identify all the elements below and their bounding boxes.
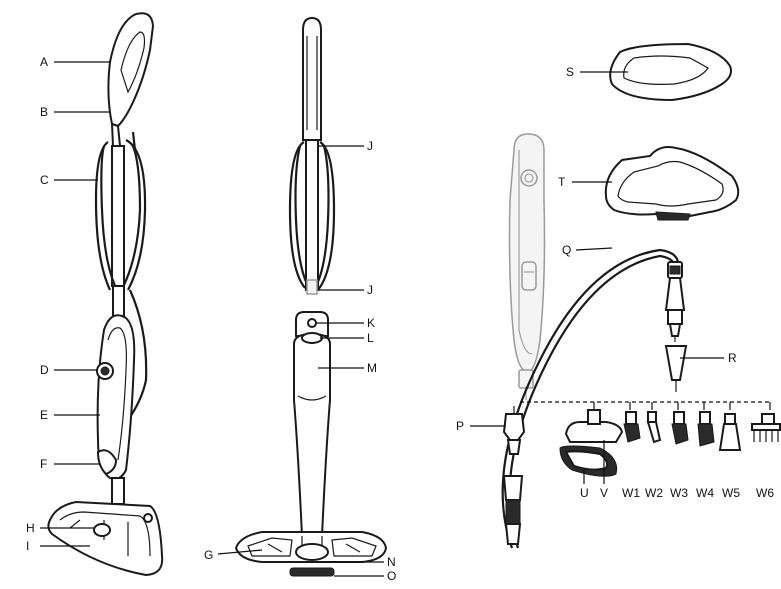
leader-lines xyxy=(40,61,724,577)
label-f: F xyxy=(40,457,47,471)
label-k: K xyxy=(367,316,375,330)
label-p: P xyxy=(456,419,464,433)
label-t: T xyxy=(558,175,566,189)
accessory-ticks xyxy=(593,402,771,410)
brush-w1 xyxy=(623,411,641,443)
label-w4: W4 xyxy=(696,486,714,500)
label-w5: W5 xyxy=(722,486,740,500)
label-b: B xyxy=(40,105,48,119)
carpet-glider-s xyxy=(609,42,732,102)
label-h: H xyxy=(26,521,35,535)
part-labels: A B C D E F H I G J J K L M N O S T Q R … xyxy=(26,55,774,583)
label-d: D xyxy=(40,363,49,377)
label-i: I xyxy=(26,539,29,553)
label-w1: W1 xyxy=(622,486,640,500)
label-j-lower: J xyxy=(367,283,373,297)
comb-w6 xyxy=(751,413,781,442)
label-u: U xyxy=(580,486,589,500)
front-view-steam-mop xyxy=(234,16,388,577)
label-m: M xyxy=(367,361,377,375)
label-w3: W3 xyxy=(670,486,688,500)
label-w6: W6 xyxy=(756,486,774,500)
label-e: E xyxy=(40,408,48,422)
concentrated-nozzle-r xyxy=(664,345,688,392)
triangle-brush-u-v xyxy=(559,409,624,477)
label-r: R xyxy=(728,351,737,365)
hose-adapter-p xyxy=(502,406,526,545)
handheld-steamer-outline xyxy=(508,133,546,400)
label-a: A xyxy=(40,55,48,69)
label-s: S xyxy=(566,65,574,79)
label-c: C xyxy=(40,173,49,187)
label-g: G xyxy=(204,548,213,562)
glider-frame-t xyxy=(604,146,740,221)
squeegee-w5 xyxy=(718,413,742,451)
label-q: Q xyxy=(562,243,571,257)
label-w2: W2 xyxy=(645,486,663,500)
scraper-w2 xyxy=(646,411,662,444)
side-view-steam-mop xyxy=(47,12,164,577)
label-v: V xyxy=(600,486,608,500)
label-j-upper: J xyxy=(367,139,373,153)
label-l: L xyxy=(367,331,374,345)
label-o: O xyxy=(387,569,396,583)
brush-w4 xyxy=(697,411,715,447)
brush-w3 xyxy=(671,411,689,445)
label-n: N xyxy=(387,555,396,569)
